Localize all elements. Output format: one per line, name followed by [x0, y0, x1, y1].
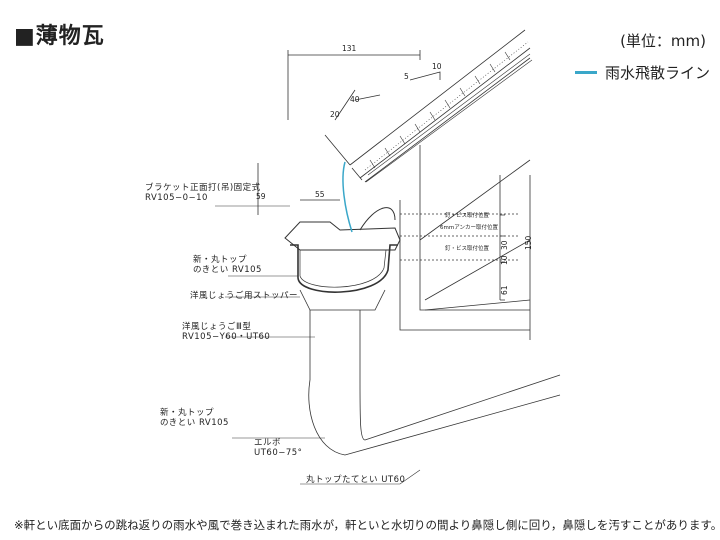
screw-position-label-2: 釘・ビス取付位置 — [445, 246, 490, 252]
dim-40: 40 — [350, 95, 360, 104]
dim-30: 30 — [500, 240, 509, 250]
slope-10: 10 — [432, 62, 442, 71]
dim-61: 61 — [500, 285, 509, 295]
dim-55: 55 — [315, 190, 325, 199]
dim-131: 131 — [342, 44, 357, 53]
dim-20: 20 — [330, 110, 340, 119]
page-title: ■薄物瓦 — [14, 24, 105, 49]
slope-5: 5 — [404, 72, 409, 81]
gutter-label: 新・丸トップ のきとい RV105 — [193, 255, 262, 275]
rain-splash-line-swatch — [574, 71, 597, 74]
funnel-label: 洋風じょうごⅢ型 RV105−Y60・UT60 — [182, 322, 271, 342]
anchor-position-label: 6mmアンカー取付位置 — [440, 225, 498, 231]
downpipe-label: 丸トップたてとい UT60 — [306, 475, 406, 485]
dim-59: 59 — [256, 192, 266, 201]
elbow-label: エルボ UT60−75° — [254, 438, 303, 458]
screw-position-label-1: 釘・ビス取付位置 — [445, 213, 490, 219]
bracket-label: ブラケット正面打(吊)固定式 RV105−0−10 — [145, 183, 261, 203]
dim-150: 150 — [524, 235, 533, 250]
gutter-label-2: 新・丸トップ のきとい RV105 — [160, 408, 229, 428]
legend: 雨水飛散ライン — [574, 62, 710, 83]
legend-label: 雨水飛散ライン — [604, 64, 710, 82]
rain-splash-line — [342, 161, 353, 233]
stopper-label: 洋風じょうご用ストッパー — [190, 291, 299, 301]
dim-10: 10 — [500, 255, 509, 265]
footnote: ※軒とい底面からの跳ね返りの雨水や風で巻き込まれた雨水が，軒といと水切りの間より… — [14, 518, 720, 532]
unit-label: (単位：mm) — [620, 32, 706, 50]
